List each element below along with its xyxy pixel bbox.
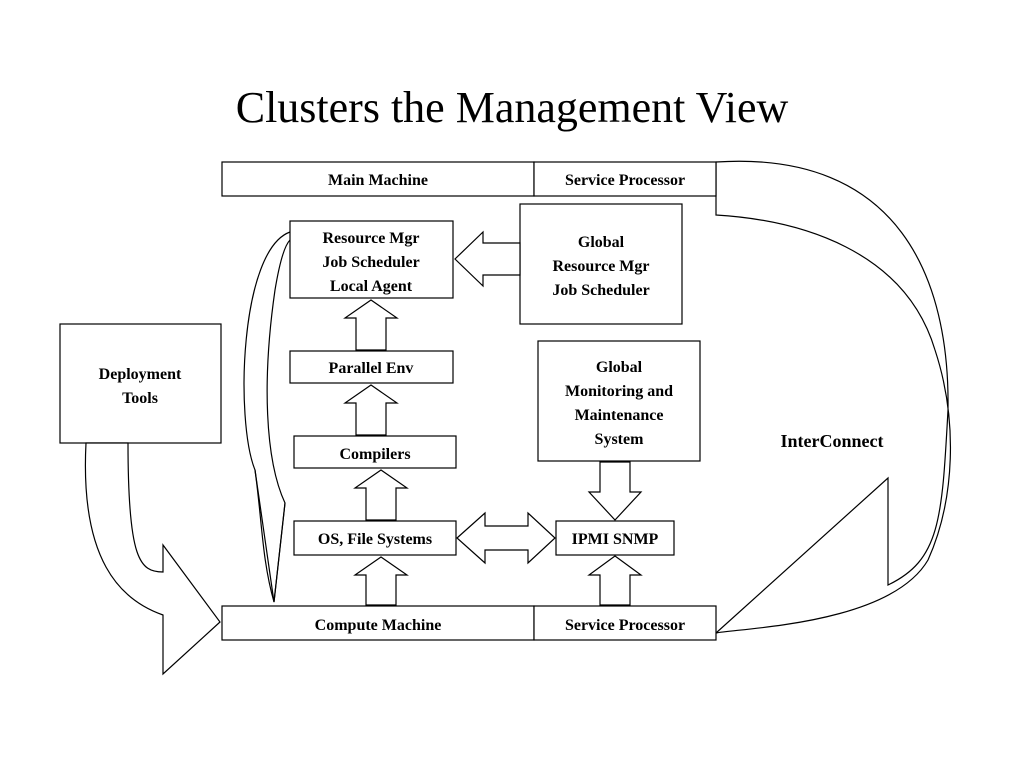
- global-monitoring-line-3: Maintenance: [575, 407, 664, 424]
- deployment-tools-line-2: Tools: [122, 390, 158, 407]
- bottom-service-processor-label: Service Processor: [565, 617, 685, 634]
- compilers-box: Compilers: [293, 435, 457, 469]
- bottom-service-processor: Service Processor: [533, 605, 717, 641]
- resource-mgr-line-2: Job Scheduler: [322, 254, 419, 271]
- global-resource-line-1: Global: [578, 234, 625, 251]
- monitoring-to-ipmi-arrow: [587, 461, 643, 521]
- os-file-systems-box: OS, File Systems: [293, 520, 457, 556]
- global-monitoring-line-2: Monitoring and: [565, 383, 673, 400]
- sp-to-ipmi-arrow: [587, 555, 643, 606]
- interconnect-label: InterConnect: [781, 431, 884, 451]
- resource-mgr-line-3: Local Agent: [330, 278, 413, 295]
- ipmi-snmp-label: IPMI SNMP: [572, 531, 659, 548]
- main-machine-bar: Main Machine: [221, 161, 535, 197]
- global-to-resource-arrow: [454, 230, 521, 288]
- compute-to-os-arrow: [353, 556, 409, 606]
- parallel-env-label: Parallel Env: [329, 360, 414, 377]
- compilers-label: Compilers: [339, 446, 410, 463]
- global-monitoring-line-1: Global: [596, 359, 643, 376]
- parallel-to-resource-arrow: [343, 299, 399, 351]
- parallel-env-box: Parallel Env: [289, 350, 454, 384]
- top-service-processor-label: Service Processor: [565, 172, 685, 189]
- compute-machine-label: Compute Machine: [315, 617, 442, 634]
- resource-mgr-box: Resource Mgr Job Scheduler Local Agent: [289, 220, 454, 299]
- feedback-curve-arrow: [243, 231, 291, 603]
- os-ipmi-double-arrow: [456, 511, 556, 565]
- main-machine-label: Main Machine: [328, 172, 428, 189]
- deployment-tools-line-1: Deployment: [99, 366, 182, 383]
- compilers-to-parallel-arrow: [343, 384, 399, 436]
- resource-mgr-line-1: Resource Mgr: [323, 230, 420, 247]
- feedback-arrow-tip: [254, 469, 286, 603]
- top-service-processor: Service Processor: [533, 161, 717, 197]
- compute-machine-bar: Compute Machine: [221, 605, 535, 641]
- deployment-to-compute-arrow: [84, 442, 221, 676]
- global-resource-box: Global Resource Mgr Job Scheduler: [519, 203, 683, 325]
- deployment-tools-box: Deployment Tools: [59, 323, 222, 444]
- page-title: Clusters the Management View: [235, 83, 789, 132]
- ipmi-snmp-box: IPMI SNMP: [555, 520, 675, 556]
- global-resource-line-2: Resource Mgr: [553, 258, 650, 275]
- os-file-systems-label: OS, File Systems: [318, 531, 432, 548]
- global-monitoring-box: Global Monitoring and Maintenance System: [537, 340, 701, 462]
- global-resource-line-3: Job Scheduler: [552, 282, 649, 299]
- interconnect-arrow: [713, 160, 952, 635]
- global-monitoring-line-4: System: [595, 431, 645, 448]
- os-to-compilers-arrow: [353, 469, 409, 521]
